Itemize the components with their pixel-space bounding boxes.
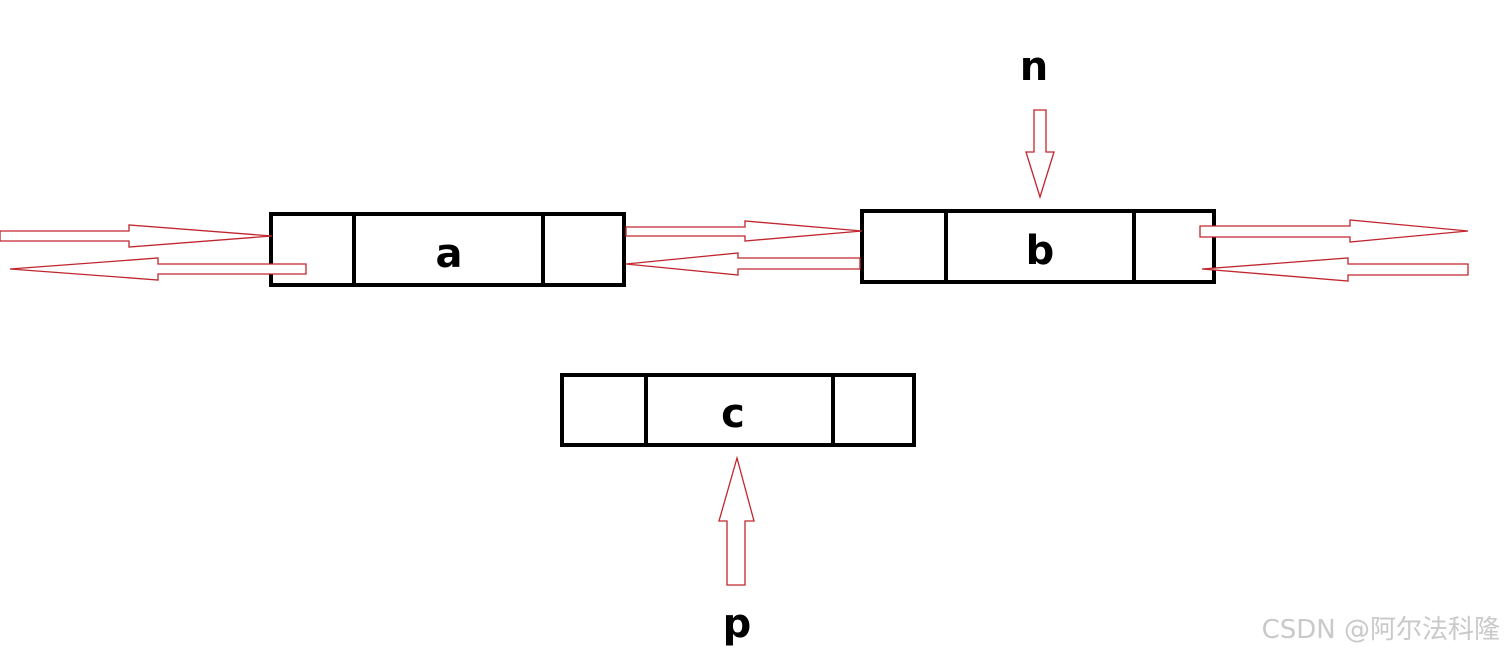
node-a-data-cell: [352, 212, 545, 287]
pointer-p: p: [718, 455, 755, 647]
node-b-data-cell: [944, 209, 1136, 284]
pointer-n: n: [1020, 44, 1055, 200]
node-c-next-cell: [831, 373, 916, 447]
node-c: c: [560, 373, 916, 447]
pointer-p-label: p: [723, 601, 752, 647]
node-a-label: a: [436, 231, 463, 277]
arrow-b-to-a: [625, 252, 861, 276]
node-c-prev-cell: [560, 373, 648, 447]
node-b-next-cell: [1132, 209, 1216, 284]
arrow-a-to-b: [625, 220, 863, 242]
arrow-left-to-a: [0, 224, 273, 248]
node-a-next-cell: [541, 212, 626, 287]
pointer-n-arrow: [1025, 109, 1055, 200]
arrow-a-to-left: [9, 257, 307, 281]
arrow-b-to-right: [1199, 219, 1469, 243]
node-c-label: c: [721, 391, 745, 437]
node-b-prev-cell: [860, 209, 948, 284]
pointer-p-arrow: [718, 455, 755, 586]
node-b: b: [860, 209, 1216, 284]
pointer-n-label: n: [1020, 44, 1048, 90]
arrow-right-to-b: [1201, 257, 1469, 282]
node-b-label: b: [1026, 228, 1055, 274]
watermark-text: CSDN @阿尔法科隆: [1262, 615, 1500, 645]
node-a: a: [269, 212, 626, 287]
